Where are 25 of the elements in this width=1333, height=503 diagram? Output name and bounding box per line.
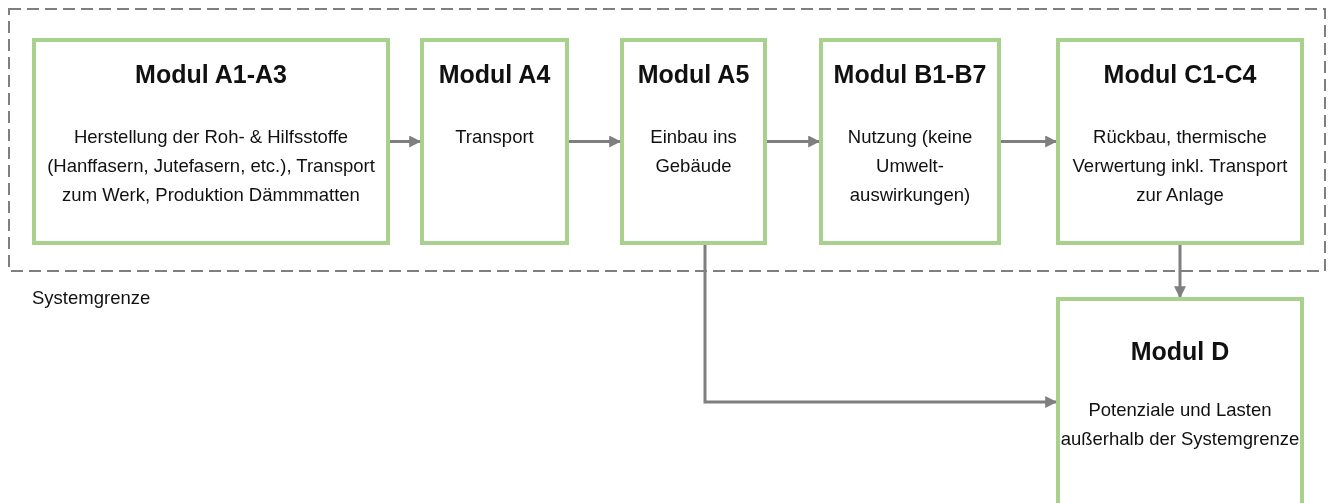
- module-title: Modul A5: [636, 59, 751, 90]
- module-box: [819, 38, 1001, 245]
- arrow: [1174, 245, 1186, 299]
- module-description: Herstellung der Roh- & Hilfsstoffe (Hanffasern, Jutefasern, etc.), Transport zum Werk, Produktion Dämmmatten: [46, 125, 376, 207]
- module-title: Modul C1-C4: [1102, 59, 1258, 90]
- module-title: Modul A4: [437, 59, 552, 90]
- module-description: Transport: [454, 125, 535, 149]
- module-box: [420, 38, 569, 245]
- module-description: Rückbau, thermische Verwertung inkl. Transport zur Anlage: [1071, 125, 1289, 207]
- arrow: [569, 135, 622, 148]
- boundary-label: Systemgrenze: [32, 286, 151, 310]
- module-title: Modul D: [1129, 336, 1231, 367]
- arrow: [703, 245, 1058, 408]
- module-box: [620, 38, 767, 245]
- module-box: [32, 38, 390, 245]
- module-description: Einbau ins Gebäude: [649, 125, 738, 178]
- module-title: Modul A1-A3: [134, 59, 288, 90]
- arrow: [1001, 135, 1058, 148]
- module-box: [1056, 297, 1304, 503]
- arrow: [767, 135, 821, 148]
- arrow: [390, 135, 422, 148]
- module-box: [1056, 38, 1304, 245]
- module-title: Modul B1-B7: [832, 59, 988, 90]
- module-description: Potenziale und Lasten außerhalb der Systemgrenze: [1060, 398, 1300, 451]
- module-description: Nutzung (keine Umwelt-auswirkungen): [846, 125, 974, 207]
